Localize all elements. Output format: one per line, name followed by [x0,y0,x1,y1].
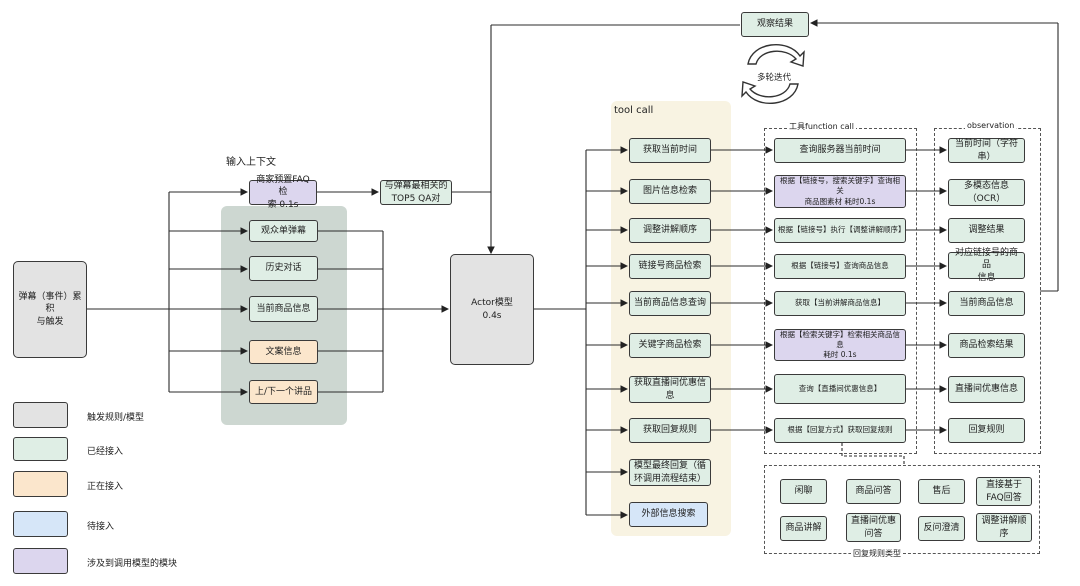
observation-node: 直播间优惠信息 [948,376,1025,403]
observation-node: 当前时间（字符串） [948,138,1025,163]
observation-node: 回复规则 [948,418,1025,443]
reply-type-node: 调整讲解顺 序 [976,513,1032,542]
function-call-title: 工具function call [787,121,856,132]
reply-type-node: 售后 [918,479,965,504]
observe-result-node: 观察结果 [741,12,809,37]
top5-qa-node: 与弹幕最相关的 TOP5 QA对 [380,180,452,205]
tool-node: 获取回复规则 [629,418,711,443]
legend-swatch [13,511,68,537]
observation-node: 多模态信息 （OCR） [948,179,1025,206]
function-node: 根据【链接号，搜索关键字】查询相关 商品图素材 耗时0.1s [774,175,906,208]
observation-node: 调整结果 [948,218,1025,243]
tool-node: 当前商品信息查询 [629,291,711,316]
tool-node: 链接号商品检索 [629,254,711,279]
observation-node: 当前商品信息 [948,291,1025,316]
reply-type-node: 直播间优惠 问答 [846,513,901,542]
legend-label: 已经接入 [87,447,124,457]
function-node: 根据【回复方式】获取回复规则 [774,418,906,443]
tool-node: 关键字商品检索 [629,333,711,358]
reply-types-title: 回复规则类型 [851,548,903,559]
context-item: 历史对话 [249,256,318,281]
actor-model-node: Actor模型 0.4s [450,254,534,365]
context-item: 当前商品信息 [249,296,318,322]
reply-type-node: 闲聊 [780,479,827,504]
reply-type-node: 直接基于 FAQ回答 [976,477,1032,506]
observation-node: 对应链接号的商品 信息 [948,248,1025,283]
tool-node: 获取直播间优惠信 息 [629,376,711,403]
legend-label: 待接入 [87,522,115,532]
reply-type-node: 反问澄清 [918,516,965,541]
legend-label: 涉及到调用模型的模块 [87,559,178,569]
context-item: 上/下一个讲品 [249,380,318,404]
function-node: 根据【链接号】查询商品信息 [774,254,906,279]
context-item: 文案信息 [249,340,318,364]
context-item: 观众单弹幕 [249,220,318,242]
legend-swatch [13,437,68,461]
context-title: 输入上下文 [226,157,276,168]
reply-type-node: 商品讲解 [780,516,827,541]
legend-label: 触发规则/模型 [87,413,145,423]
observation-node: 商品检索结果 [948,333,1025,358]
function-node: 获取【当前讲解商品信息】 [774,291,906,316]
tool-node: 模型最终回复（循 环调用流程结束） [629,459,711,486]
function-node: 查询【直播间优惠信息】 [774,374,906,404]
observation-title: observation [965,121,1017,130]
trigger-node: 弹幕（事件）累积 与触发 [13,261,87,358]
legend-swatch [13,471,68,497]
function-node: 根据【链接号】执行【调整讲解顺序】 [774,218,906,243]
legend-label: 正在接入 [87,482,124,492]
function-node: 根据【检索关键字】检索相关商品信息 耗时 0.1s [774,329,906,361]
faq-retrieval-node: 商家预置FAQ检 索 0.1s [249,175,317,210]
tool-node: 调整讲解顺序 [629,218,711,243]
legend-swatch [13,402,68,428]
tool-node: 外部信息搜索 [629,502,708,527]
loop-label: 多轮迭代 [757,73,792,83]
legend-swatch [13,548,68,574]
tool-call-title: tool call [614,105,654,116]
tool-node: 图片信息检索 [629,179,711,204]
tool-node: 获取当前时间 [629,138,711,163]
reply-type-node: 商品问答 [846,479,901,504]
function-node: 查询服务器当前时间 [774,138,906,163]
